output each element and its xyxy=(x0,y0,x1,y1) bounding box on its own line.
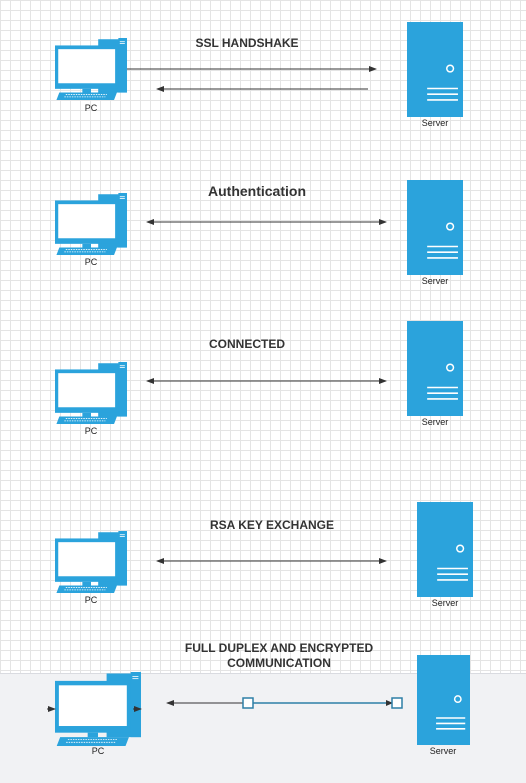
server-label: Server xyxy=(430,746,457,756)
server-label: Server xyxy=(422,417,449,427)
desktop-computer-icon xyxy=(55,531,127,593)
desktop-computer-icon xyxy=(55,38,127,100)
channel-endpoint-right[interactable] xyxy=(391,697,403,709)
server-label: Server xyxy=(422,118,449,128)
stage-authentication: Authentication PC Server xyxy=(55,180,463,286)
server-tower-icon xyxy=(407,180,463,275)
server-tower-icon xyxy=(417,655,470,745)
stage-rsa-key-exchange: RSA KEY EXCHANGE PC Server xyxy=(55,502,473,608)
stage-title: RSA KEY EXCHANGE xyxy=(210,518,334,532)
channel-endpoint-left[interactable] xyxy=(242,697,254,709)
stage-full-duplex: FULL DUPLEX AND ENCRYPTED COMMUNICATION … xyxy=(47,641,470,756)
pc-label: PC xyxy=(85,426,98,436)
stage-title: Authentication xyxy=(208,183,306,199)
stage-ssl-handshake: SSL HANDSHAKE PC Server xyxy=(55,22,463,128)
desktop-computer-icon xyxy=(55,672,141,746)
server-label: Server xyxy=(422,276,449,286)
stage-title: CONNECTED xyxy=(209,337,285,351)
server-tower-icon xyxy=(407,321,463,416)
stage-title: SSL HANDSHAKE xyxy=(195,36,298,50)
stage-title-line-1: FULL DUPLEX AND ENCRYPTED xyxy=(185,641,374,655)
pc-label: PC xyxy=(85,595,98,605)
pc-label: PC xyxy=(92,746,105,756)
encrypted-channel-arrowhead xyxy=(386,700,393,706)
stage-title-line-2: COMMUNICATION xyxy=(227,656,331,670)
server-label: Server xyxy=(432,598,459,608)
desktop-computer-icon xyxy=(55,362,127,424)
server-tower-icon xyxy=(407,22,463,117)
pc-label: PC xyxy=(85,257,98,267)
server-tower-icon xyxy=(417,502,473,597)
pc-label: PC xyxy=(85,103,98,113)
desktop-computer-icon xyxy=(55,193,127,255)
stage-connected: CONNECTED PC Server xyxy=(55,321,463,436)
